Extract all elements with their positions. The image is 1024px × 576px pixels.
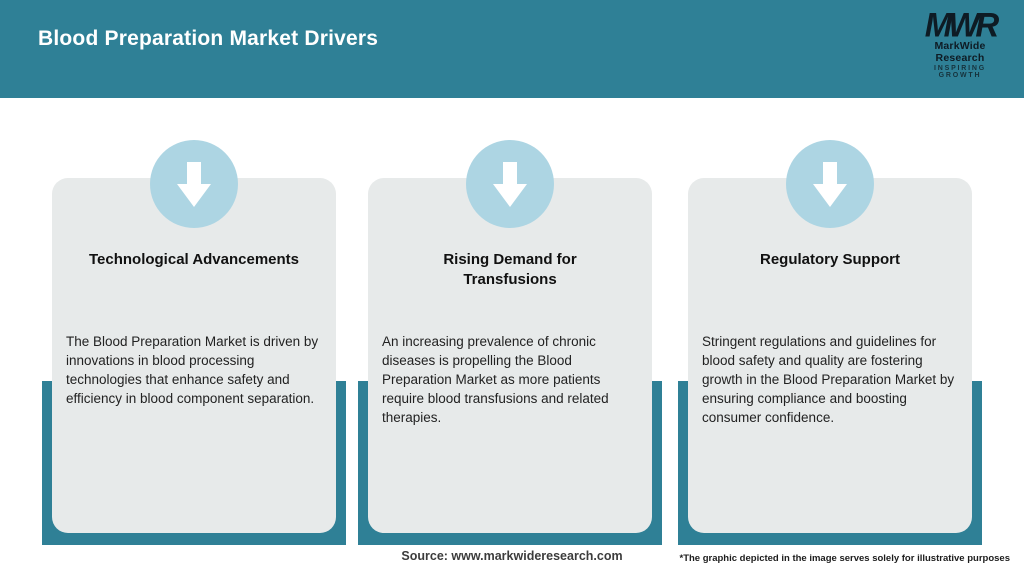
card-title: Rising Demand for Transfusions: [443, 251, 577, 288]
driver-card-technological-advancements: Technological Advancements The Blood Pre…: [42, 140, 346, 546]
brand-monogram: MWR: [924, 5, 999, 44]
card-panel: [52, 178, 336, 533]
down-arrow-badge: [466, 140, 554, 228]
down-arrow-icon: [177, 162, 211, 207]
brand-logo: MWR MarkWide Research INSPIRING GROWTH: [912, 5, 1008, 79]
down-arrow-badge: [150, 140, 238, 228]
card-title: Technological Advancements: [88, 251, 300, 268]
card-description: Stringent regulations and guidelines for…: [702, 334, 955, 425]
source-text: Source: www.markwideresearch.com: [401, 549, 623, 563]
card-panel: [688, 178, 972, 533]
page-title: Blood Preparation Market Drivers: [38, 27, 379, 50]
down-arrow-icon: [493, 162, 527, 207]
down-arrow-icon: [813, 162, 847, 207]
driver-card-regulatory-support: Regulatory Support Stringent regulations…: [678, 140, 982, 546]
header: Blood Preparation Market Drivers MWR Mar…: [0, 0, 1024, 98]
brand-tagline: INSPIRING GROWTH: [934, 65, 986, 79]
brand-name: MarkWide Research: [934, 40, 986, 64]
card-description: An increasing prevalence of chronic dise…: [382, 334, 609, 425]
card-title: Regulatory Support: [759, 251, 900, 268]
card-description: The Blood Preparation Market is driven b…: [66, 334, 319, 406]
driver-card-rising-demand: Rising Demand for Transfusions An increa…: [358, 140, 662, 546]
down-arrow-badge: [786, 140, 874, 228]
card-panel: [368, 178, 652, 533]
disclaimer-text: *The graphic depicted in the image serve…: [679, 553, 1011, 564]
